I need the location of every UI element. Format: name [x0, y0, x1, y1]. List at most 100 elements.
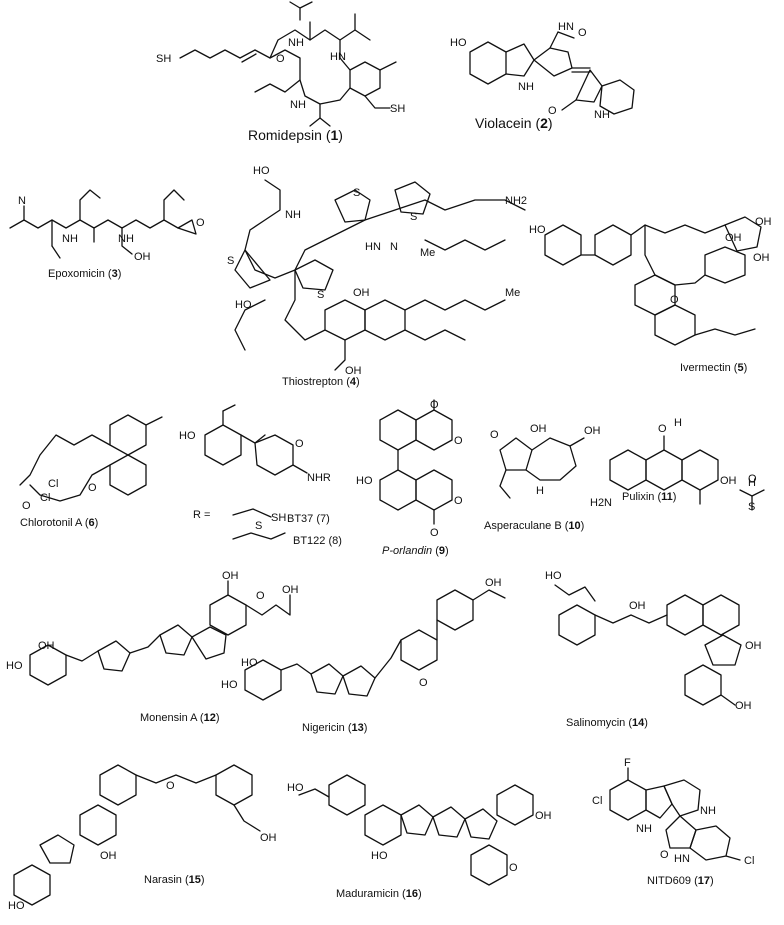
- atom-o-9: O: [430, 399, 439, 411]
- caption-monensin: Monensin A (12): [140, 712, 220, 724]
- caption-bt37: BT37 (7): [287, 513, 330, 525]
- atom-s-1: S: [353, 187, 360, 199]
- atom-o-16: O: [256, 590, 265, 602]
- atom-hn-2: HN: [558, 21, 574, 33]
- atom-oh-14: OH: [629, 600, 646, 612]
- structure-violacein: HO HN O NH O NH: [450, 10, 640, 121]
- atom-oh-19: OH: [535, 810, 552, 822]
- atom-s-4: S: [317, 289, 324, 301]
- atom-ho-11: HO: [545, 570, 562, 582]
- atom-ho-3: HO: [253, 165, 270, 177]
- atom-s-3: S: [227, 255, 234, 267]
- atom-oh-5: OH: [725, 232, 742, 244]
- atom-s-2: S: [410, 211, 417, 223]
- atom-nh-4: NH: [594, 109, 610, 121]
- chlorotonil-skeleton: [19, 414, 163, 502]
- atom-cl-4: Cl: [744, 855, 754, 867]
- atom-nh-2: NH: [290, 99, 306, 111]
- atom-ho-12: HO: [8, 900, 25, 912]
- structure-p-orlandin: O O HO O O: [350, 399, 480, 540]
- atom-o-8: O: [295, 438, 304, 450]
- caption-chlorotonil: Chlorotonil A (6): [20, 517, 99, 529]
- monensin-skeleton: [29, 580, 291, 686]
- atom-oh-8: OH: [584, 425, 601, 437]
- atom-h-3: H: [748, 477, 756, 489]
- structure-narasin: OH OH O HO: [0, 745, 290, 915]
- atom-oh-13: OH: [485, 577, 502, 589]
- atom-ho-10: HO: [241, 657, 258, 669]
- atom-me-2: Me: [505, 287, 520, 299]
- caption-bt122: BT122 (8): [293, 535, 342, 547]
- atom-oh-12: OH: [282, 584, 299, 596]
- atom-sh-1: SH: [156, 53, 171, 65]
- atom-oh-6: OH: [753, 252, 770, 264]
- structure-chlorotonil: Cl Cl O O: [0, 405, 170, 515]
- atom-oh-2: OH: [353, 287, 370, 299]
- atom-o-10: O: [454, 435, 463, 447]
- atom-h-2: H: [674, 417, 682, 429]
- caption-pulixin: Pulixin (11): [622, 491, 677, 503]
- structure-romidepsin: SH O NH HN NH SH: [150, 0, 420, 150]
- atom-o-15: O: [748, 473, 757, 485]
- pulixin-skeleton: [609, 435, 765, 511]
- nigericin-skeleton: [244, 589, 506, 701]
- atom-o-5: O: [670, 294, 679, 306]
- romidepsin-skeleton: [179, 1, 397, 127]
- ivermectin-skeleton: [544, 216, 762, 346]
- structure-nigericin: HO HO OH O: [215, 570, 515, 720]
- asperaculane-skeleton: [499, 437, 585, 499]
- caption-epoxomicin: Epoxomicin (3): [48, 268, 122, 280]
- atom-h-1: H: [536, 485, 544, 497]
- atom-sh-2: SH: [390, 103, 405, 115]
- atom-oh-15: OH: [745, 640, 762, 652]
- structure-salinomycin: HO OH OH OH: [535, 565, 780, 760]
- atom-ho-14: HO: [371, 850, 388, 862]
- structure-asperaculane: O OH OH H: [480, 410, 601, 510]
- atom-ho-9: HO: [221, 679, 238, 691]
- atom-me-1: Me: [420, 247, 435, 259]
- atom-ho-5: HO: [529, 224, 546, 236]
- atom-oh-18: OH: [100, 850, 117, 862]
- r-group-label: R =: [193, 509, 211, 521]
- atom-n-1: N: [18, 195, 26, 207]
- epoxomicin-skeleton: [9, 189, 197, 259]
- caption-thiostrepton: Thiostrepton (4): [282, 376, 360, 388]
- atom-ho-6: HO: [179, 430, 196, 442]
- caption-romidepsin: Romidepsin (1): [248, 127, 343, 143]
- atom-nh-8: NH: [636, 823, 652, 835]
- atom-hn-3: HN: [365, 241, 381, 253]
- atom-o-19: O: [509, 862, 518, 874]
- atom-oh-7: OH: [530, 423, 547, 435]
- caption-narasin: Narasin (15): [144, 874, 205, 886]
- atom-oh-16: OH: [735, 700, 752, 712]
- atom-s-5: S: [255, 520, 262, 532]
- atom-cl-3: Cl: [592, 795, 602, 807]
- atom-oh-4: OH: [755, 216, 772, 228]
- atom-nh-5: NH: [62, 233, 78, 245]
- atom-ho-8: HO: [6, 660, 23, 672]
- atom-cl-1: Cl: [48, 478, 58, 490]
- structure-pulixin: O H OH H O S H2N: [590, 410, 780, 520]
- atom-o-3: O: [548, 105, 557, 117]
- atom-hn-4: HN: [674, 853, 690, 865]
- atom-nh-3: NH: [518, 81, 534, 93]
- atom-ho-4: HO: [235, 299, 252, 311]
- narasin-skeleton: [13, 764, 261, 906]
- structure-nitd609: F Cl Cl NH NH O HN: [580, 757, 780, 870]
- bt-skeleton: [204, 404, 308, 540]
- atom-o-17: O: [419, 677, 428, 689]
- atom-oh-17: OH: [260, 832, 277, 844]
- atom-o-1: O: [276, 53, 285, 65]
- atom-nh-6: NH: [118, 233, 134, 245]
- atom-o-14: O: [658, 423, 667, 435]
- atom-ho-13: HO: [287, 782, 304, 794]
- atom-o-2: O: [578, 27, 587, 39]
- atom-nh-9: NH: [700, 805, 716, 817]
- violacein-skeleton: [469, 31, 635, 115]
- caption-violacein: Violacein (2): [475, 115, 553, 131]
- nitd609-skeleton: [609, 767, 741, 861]
- structure-thiostrepton: HO NH S S HN N NH2 S S Me Me OH HO OH: [205, 160, 545, 377]
- atom-sh-3: SH: [271, 512, 286, 524]
- caption-maduramicin: Maduramicin (16): [336, 888, 422, 900]
- salinomycin-skeleton: [554, 584, 742, 706]
